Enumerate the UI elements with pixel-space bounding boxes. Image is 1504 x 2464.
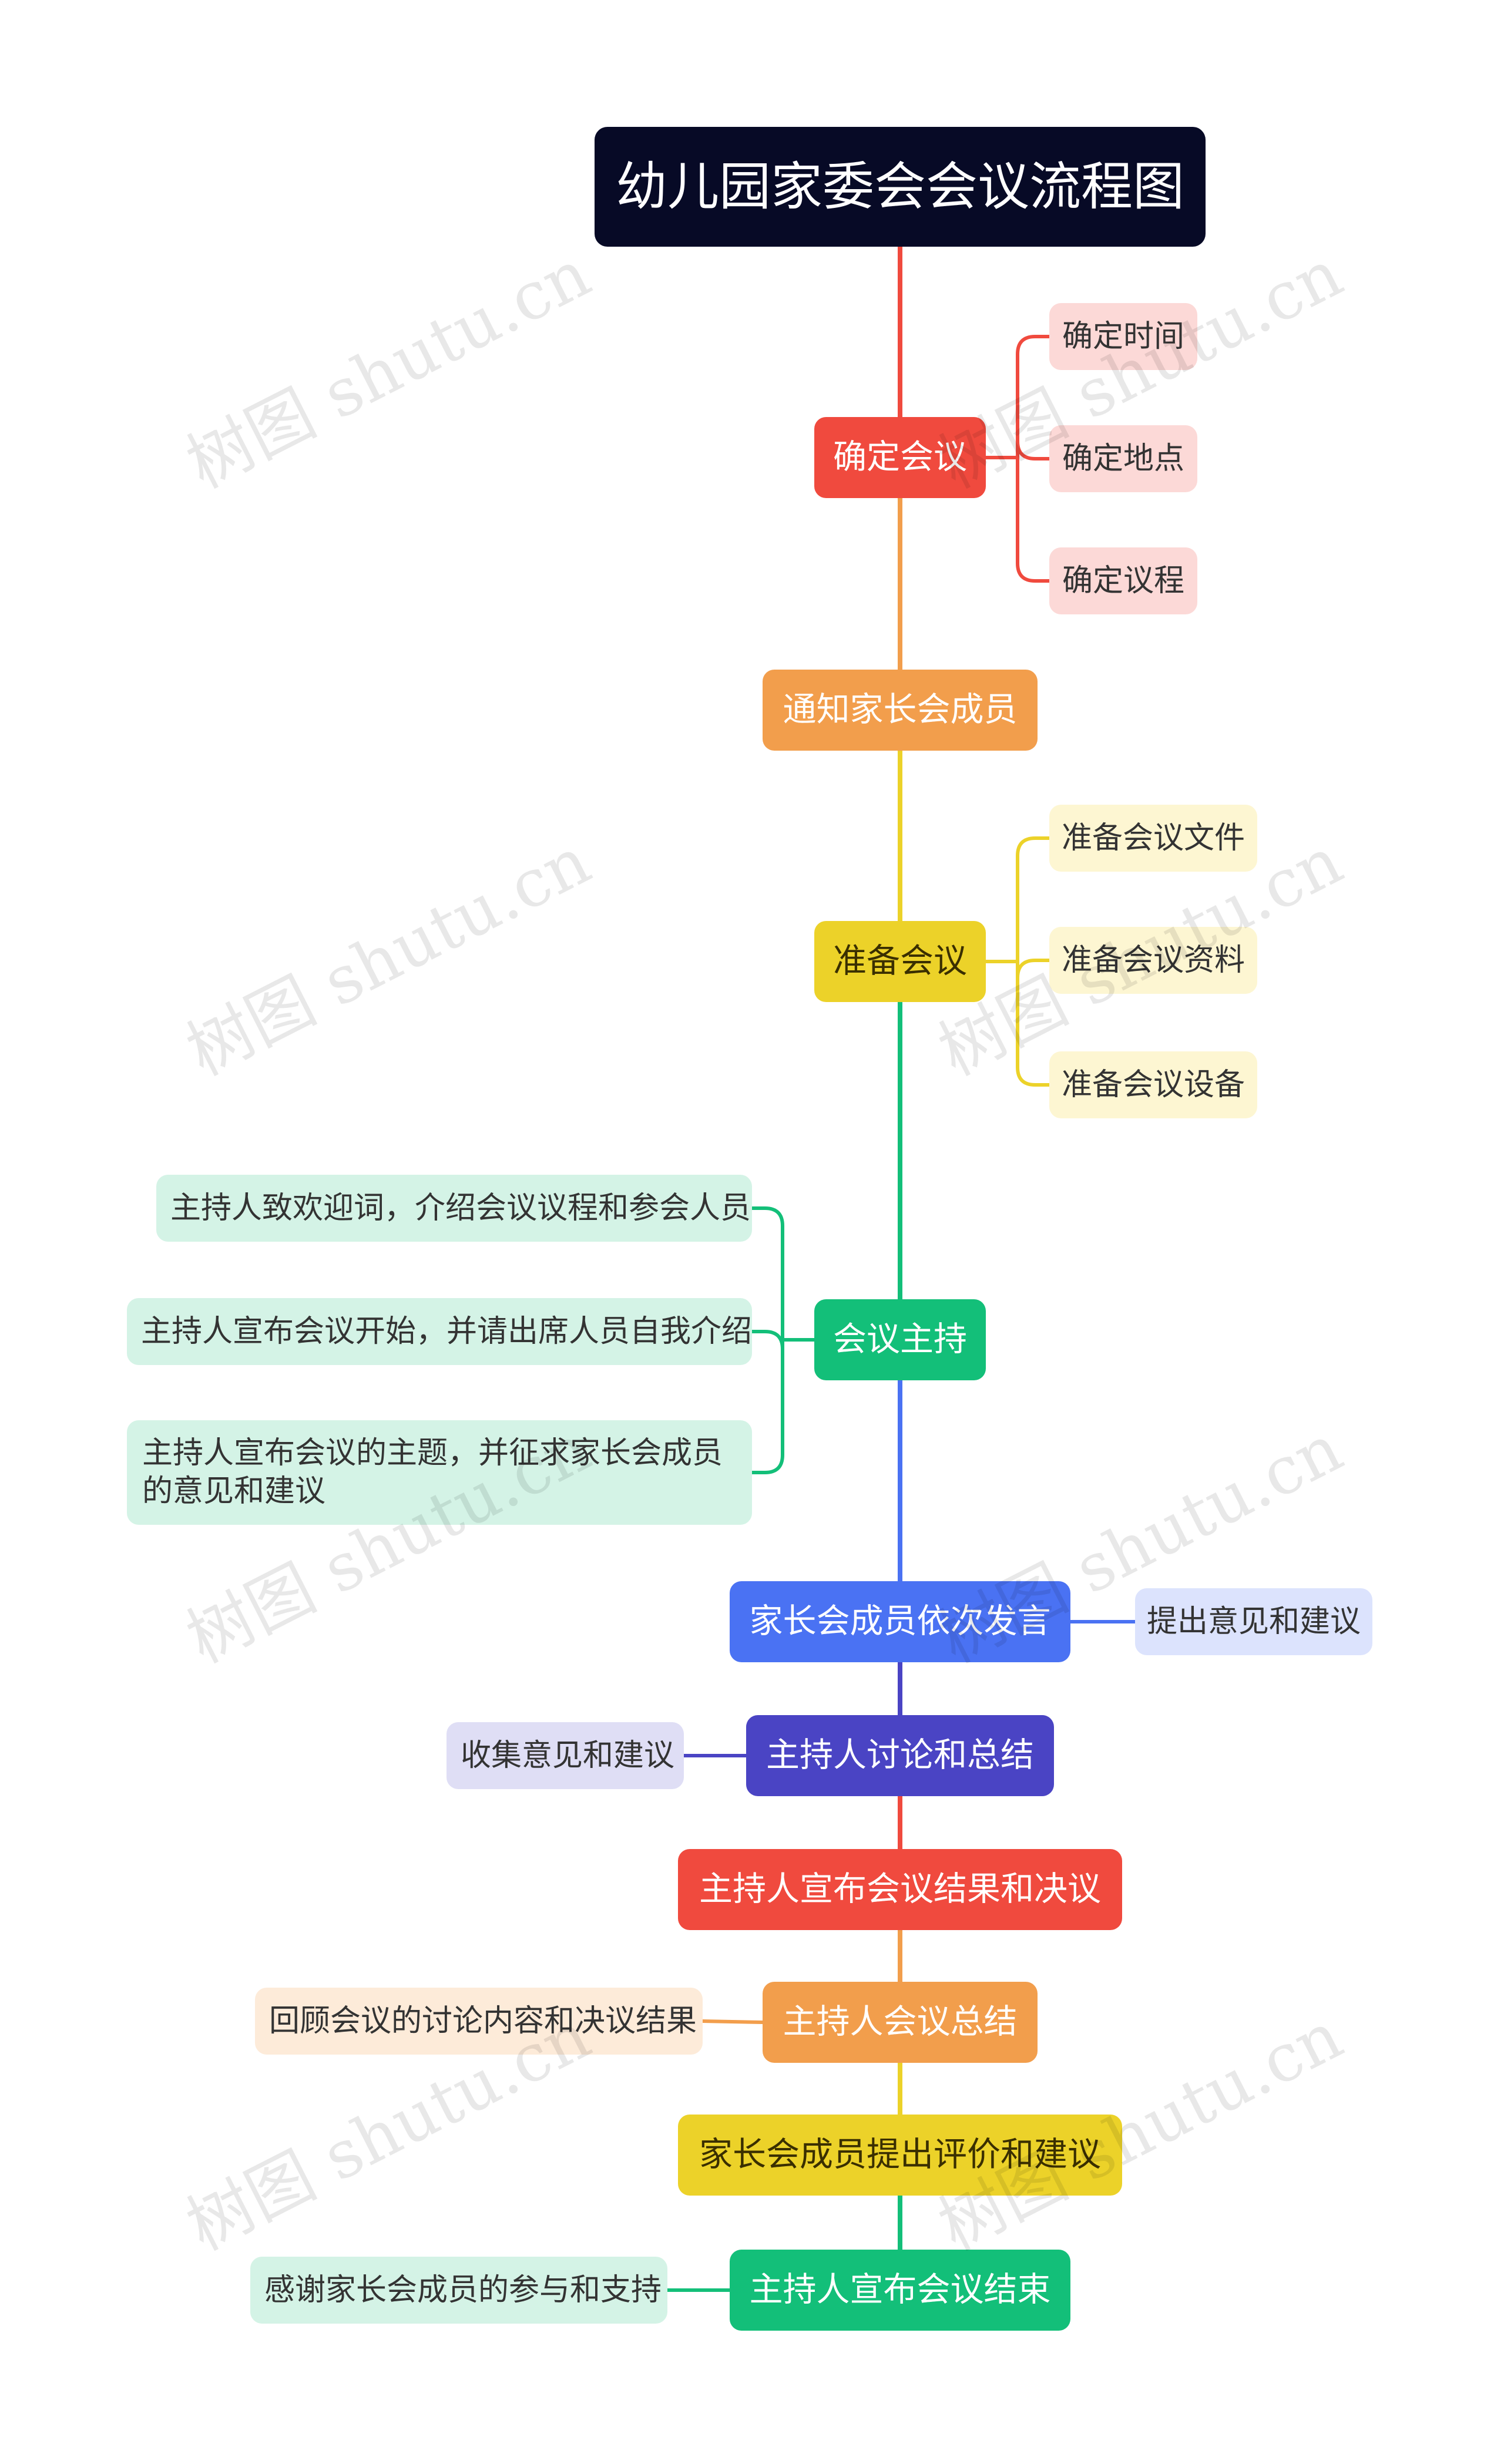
substep-node[interactable]: 主持人宣布会议的主题，并征求家长会成员的意见和建议 xyxy=(127,1420,752,1525)
step-label: 家长会成员依次发言 xyxy=(749,1602,1051,1641)
step-label: 确定会议 xyxy=(833,438,967,477)
step-node-announce-results[interactable]: 主持人宣布会议结果和决议 xyxy=(678,1849,1122,1930)
substep-node[interactable]: 确定议程 xyxy=(1049,547,1197,614)
substep-node[interactable]: 确定时间 xyxy=(1049,303,1197,370)
substep-node[interactable]: 提出意见和建议 xyxy=(1135,1588,1372,1655)
substep-node[interactable]: 准备会议设备 xyxy=(1049,1051,1257,1118)
substep-label: 准备会议文件 xyxy=(1062,820,1246,856)
step-node-prepare-meeting[interactable]: 准备会议 xyxy=(814,921,986,1002)
substep-label: 准备会议设备 xyxy=(1062,1067,1246,1102)
substep-label: 回顾会议的讨论内容和决议结果 xyxy=(269,2003,697,2039)
step-node-host-discuss[interactable]: 主持人讨论和总结 xyxy=(746,1715,1054,1796)
branch-connector xyxy=(1016,836,1051,963)
substep-label: 准备会议资料 xyxy=(1062,942,1246,978)
substep-node[interactable]: 感谢家长会成员的参与和支持 xyxy=(250,2257,667,2324)
step-node-announce-end[interactable]: 主持人宣布会议结束 xyxy=(730,2250,1070,2331)
substep-node[interactable]: 准备会议资料 xyxy=(1049,927,1257,994)
step-label: 主持人讨论和总结 xyxy=(766,1736,1034,1775)
step-node-members-evaluate[interactable]: 家长会成员提出评价和建议 xyxy=(678,2115,1122,2196)
root-title-label: 幼儿园家委会会议流程图 xyxy=(615,156,1184,217)
substep-label: 主持人宣布会议开始，并请出席人员自我介绍 xyxy=(141,1313,753,1349)
branch-connector xyxy=(750,1330,784,1350)
step-label: 通知家长会成员 xyxy=(783,690,1018,730)
branch-connector xyxy=(750,1338,784,1474)
step-node-host-summary[interactable]: 主持人会议总结 xyxy=(763,1982,1038,2063)
root-title-node[interactable]: 幼儿园家委会会议流程图 xyxy=(595,127,1206,247)
step-node-members-speak[interactable]: 家长会成员依次发言 xyxy=(730,1581,1070,1662)
step-label: 主持人宣布会议结束 xyxy=(749,2270,1051,2310)
substep-node[interactable]: 准备会议文件 xyxy=(1049,805,1257,872)
substep-node[interactable]: 主持人致欢迎词，介绍会议议程和参会人员 xyxy=(156,1175,752,1242)
substep-label: 主持人致欢迎词，介绍会议议程和参会人员 xyxy=(170,1190,751,1226)
step-node-meeting-determine[interactable]: 确定会议 xyxy=(814,417,986,498)
branch-connector xyxy=(1016,959,1051,979)
substep-label: 提出意见和建议 xyxy=(1147,1604,1361,1639)
branch-connector xyxy=(750,1206,784,1342)
step-node-notify-members[interactable]: 通知家长会成员 xyxy=(763,670,1038,751)
substep-label: 收集意见和建议 xyxy=(461,1737,675,1773)
branch-connector xyxy=(1016,456,1051,583)
substep-label: 确定时间 xyxy=(1062,318,1185,354)
branch-connector xyxy=(1016,960,1051,1087)
step-label: 会议主持 xyxy=(833,1320,967,1359)
substep-node[interactable]: 确定地点 xyxy=(1049,425,1197,492)
branch-connector xyxy=(1016,335,1051,459)
substep-node[interactable]: 主持人宣布会议开始，并请出席人员自我介绍 xyxy=(127,1298,752,1365)
substep-label: 确定地点 xyxy=(1062,441,1185,476)
step-node-meeting-host[interactable]: 会议主持 xyxy=(814,1299,986,1380)
substep-node[interactable]: 回顾会议的讨论内容和决议结果 xyxy=(255,1988,703,2055)
substep-label: 感谢家长会成员的参与和支持 xyxy=(264,2272,662,2308)
step-label: 主持人会议总结 xyxy=(783,2002,1018,2042)
step-label: 准备会议 xyxy=(833,942,967,981)
connector-line xyxy=(701,2019,764,2024)
step-label: 主持人宣布会议结果和决议 xyxy=(699,1870,1101,1909)
branch-connector xyxy=(1016,441,1051,460)
substep-label: 确定议程 xyxy=(1062,563,1185,599)
step-label: 家长会成员提出评价和建议 xyxy=(699,2135,1101,2174)
substep-label: 主持人宣布会议的主题，并征求家长会成员的意见和建议 xyxy=(142,1436,723,1509)
substep-node[interactable]: 收集意见和建议 xyxy=(446,1722,684,1789)
